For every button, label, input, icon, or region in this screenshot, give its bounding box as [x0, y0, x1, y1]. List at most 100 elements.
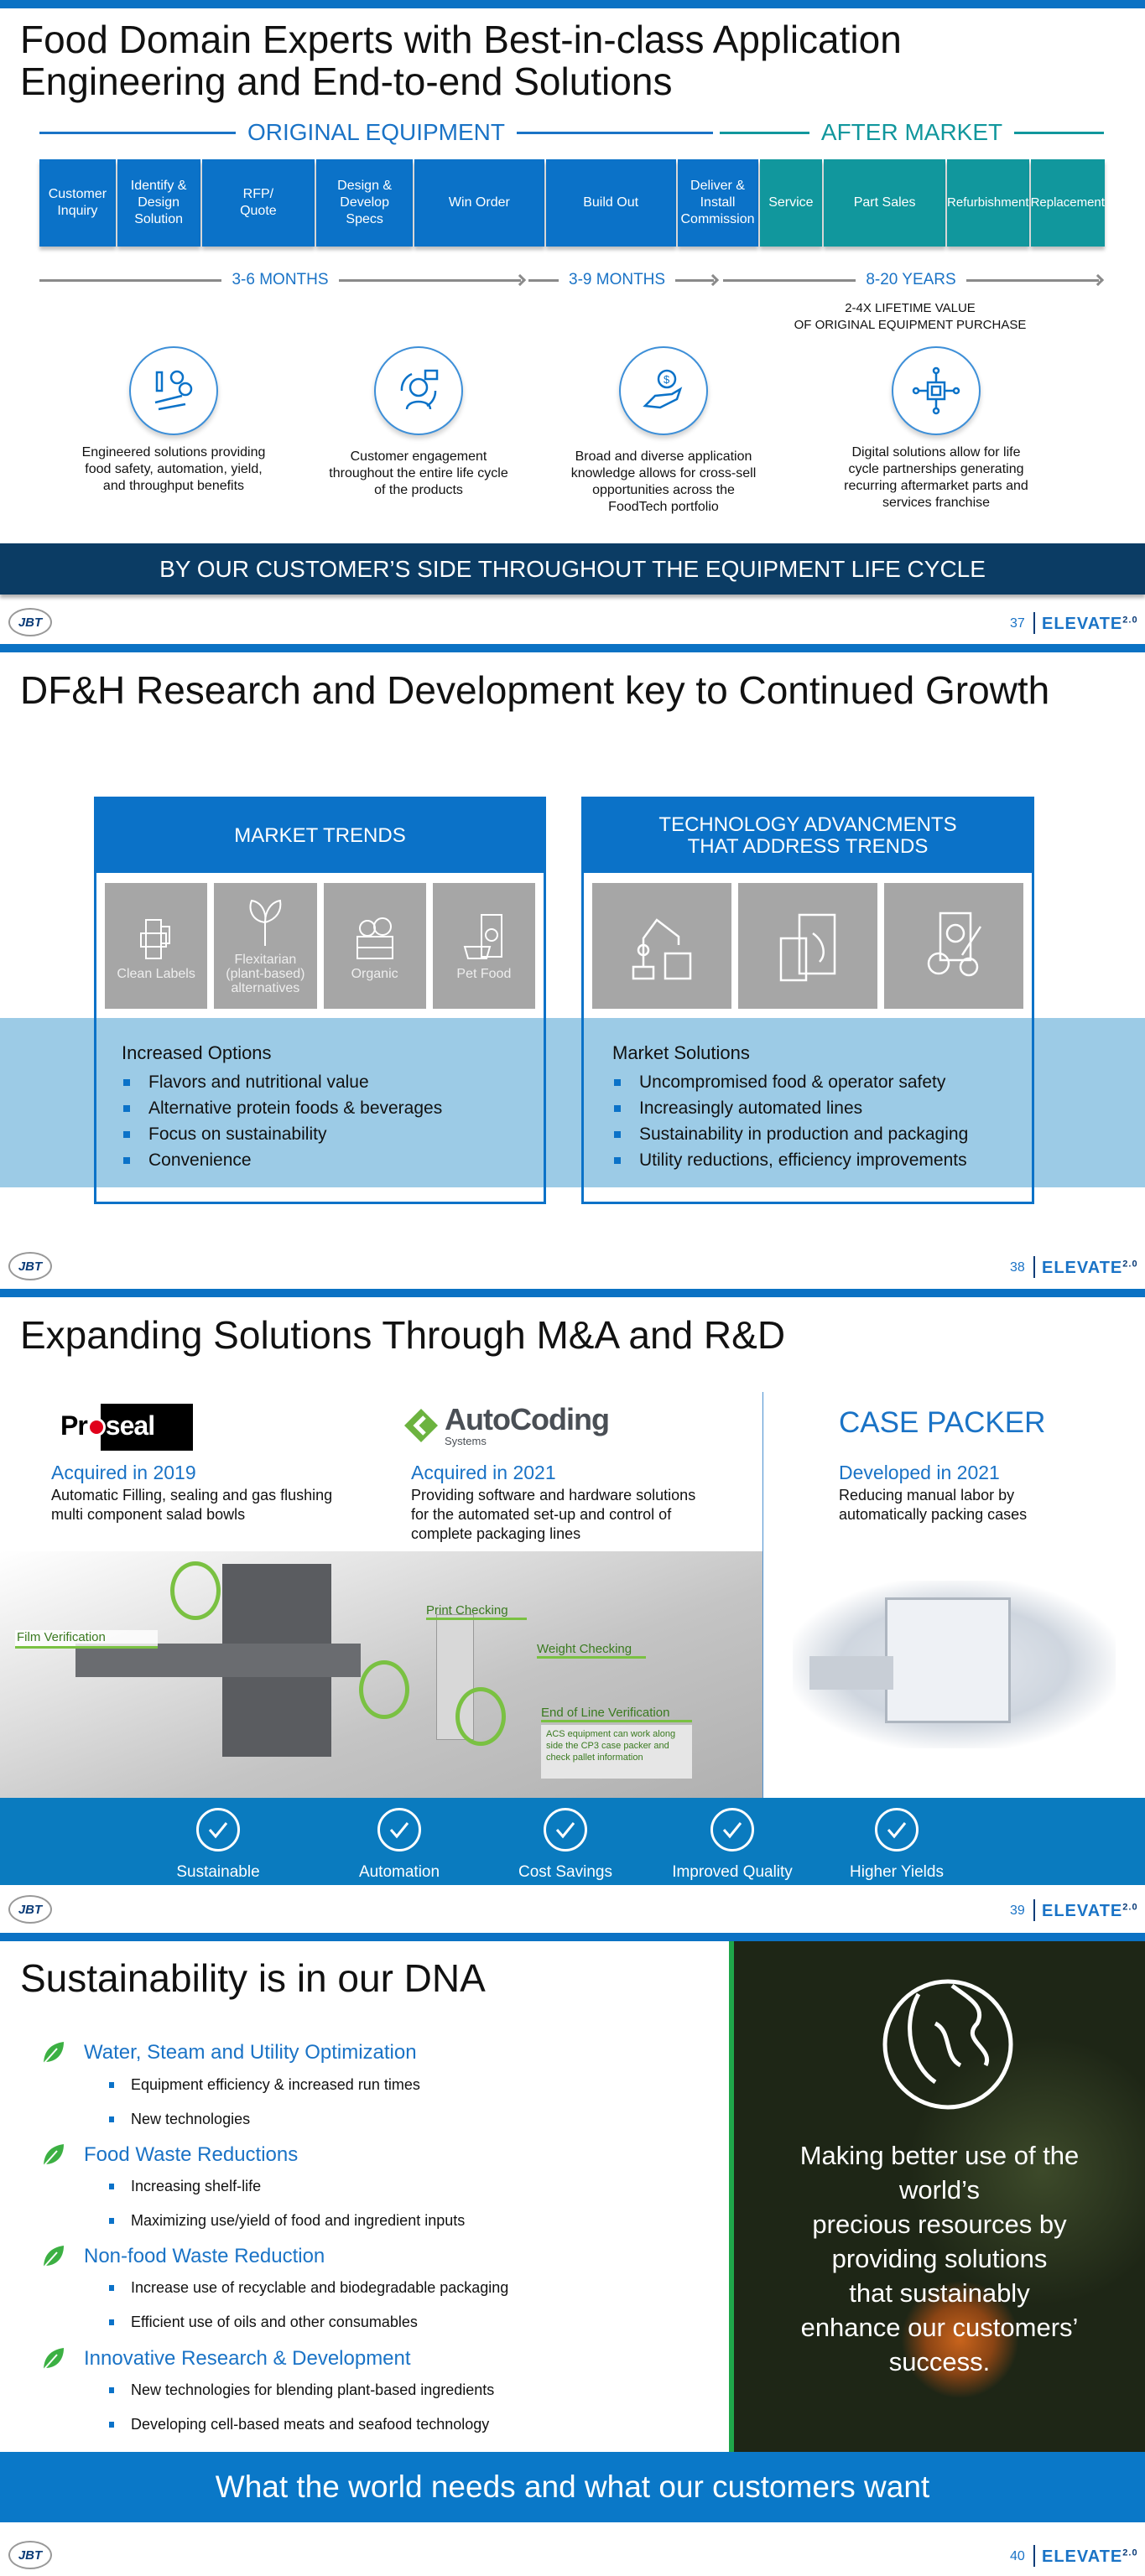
- list-item: Uncompromised food & operator safety: [612, 1069, 968, 1095]
- step: Deliver & Install Commission: [677, 159, 758, 247]
- section-heading: Food Waste Reductions: [40, 2142, 298, 2168]
- list-item: Increasingly automated lines: [612, 1095, 968, 1121]
- quote-line: Making better use of the: [799, 2141, 1080, 2170]
- elevate-logo: ELEVATE2.0: [1042, 615, 1138, 634]
- sustainability-photo-panel: Making better use of the world’s preciou…: [729, 1941, 1145, 2452]
- list-item: Convenience: [122, 1147, 442, 1173]
- arrow-right-icon: [706, 273, 720, 287]
- benefit-higher-yields: Higher Yields: [825, 1808, 968, 1882]
- slide-divider-bar: [0, 1289, 1145, 1297]
- sprout-icon: [249, 899, 282, 946]
- benefit-label: Cost Savings: [518, 1863, 612, 1881]
- bottle-label-icon: [140, 918, 171, 959]
- case-packer-developed: Developed in 2021: [839, 1462, 1000, 1483]
- duration-oe-1: 3-6 MONTHS: [39, 270, 527, 290]
- section-heading: Water, Steam and Utility Optimization: [40, 2040, 417, 2065]
- divider: [1033, 1256, 1035, 1278]
- divider: [1033, 1899, 1035, 1921]
- feature-caption: Customer engagement throughout the entir…: [329, 449, 508, 497]
- heading-text: Non-food Waste Reduction: [84, 2245, 325, 2267]
- callout-circle: [455, 1687, 506, 1746]
- sub-bullet: Equipment efficiency & increased run tim…: [109, 2076, 420, 2093]
- leaf-icon: [43, 2042, 64, 2064]
- robot-arm-icon: [632, 918, 692, 980]
- duration-label: 3-6 MONTHS: [232, 271, 329, 288]
- brand-sup: 2.0: [1122, 1259, 1138, 1270]
- vegetable-crate-icon: [356, 917, 393, 959]
- market-trends-header: MARKET TRENDS: [96, 799, 544, 873]
- conveyor-shape: [75, 1644, 361, 1677]
- hand-dollar-icon: $: [619, 346, 708, 435]
- benefits-band: Sustainable Automation Cost Savings Impr…: [0, 1798, 1145, 1885]
- list-item: Focus on sustainability: [122, 1121, 442, 1147]
- duration-am: 8-20 YEARS: [723, 270, 1105, 290]
- slide1-banner: BY OUR CUSTOMER’S SIDE THROUGHOUT THE EQ…: [0, 543, 1145, 595]
- machine-frame: [885, 1597, 1011, 1723]
- brand-sup: 2.0: [1122, 615, 1138, 626]
- header-line: THAT ADDRESS TRENDS: [687, 835, 929, 858]
- quote-line: world’s: [899, 2175, 980, 2205]
- tile-cost-efficiency: [884, 883, 1023, 1009]
- market-solutions-list: Market Solutions Uncompromised food & op…: [612, 1042, 968, 1173]
- quote-line: that sustainably: [849, 2278, 1030, 2308]
- sustainability-quote: Making better use of the world’s preciou…: [742, 2138, 1137, 2379]
- case-packer-image: [793, 1581, 1116, 1748]
- duration-oe-2: 3-9 MONTHS: [528, 270, 720, 290]
- slide1-title-line1: Food Domain Experts with Best-in-class A…: [20, 18, 902, 61]
- benefit-cost-savings: Cost Savings: [494, 1808, 637, 1882]
- section-label: ORIGINAL EQUIPMENT: [247, 119, 506, 145]
- heading-text: Water, Steam and Utility Optimization: [84, 2041, 417, 2064]
- sub-bullet: Increasing shelf-life: [108, 2178, 262, 2194]
- callout-eol-note: ACS equipment can work along side the CP…: [541, 1725, 692, 1779]
- benefit-label: Sustainable: [176, 1863, 260, 1881]
- tile-label: Flexitarian (plant-based) alternatives: [226, 952, 305, 995]
- benefit-label: Improved Quality: [672, 1863, 793, 1881]
- customer-support-icon: [374, 346, 463, 435]
- tile-flexitarian: Flexitarian (plant-based) alternatives: [214, 883, 317, 1009]
- proseal-description: Automatic Filling, sealing and gas flush…: [51, 1487, 333, 1523]
- check-circle-icon: [544, 1808, 587, 1852]
- elevate-logo: ELEVATE2.0: [1042, 1902, 1138, 1921]
- infeed-shape: [809, 1656, 893, 1690]
- tile-label: Organic: [351, 966, 398, 981]
- market-trends-box: MARKET TRENDS Clean Labels Flexitarian (…: [94, 797, 546, 1204]
- leaf-icon: [43, 2348, 64, 2371]
- section-heading: Innovative Research & Development: [40, 2346, 411, 2371]
- globe-icon: [882, 1979, 1013, 2110]
- elevate-logo: ELEVATE2.0: [1042, 2547, 1138, 2567]
- page-number: 39: [1010, 1903, 1025, 1918]
- callout-print: Print Checking: [426, 1603, 527, 1620]
- brand-text: ELEVATE: [1042, 1259, 1123, 1277]
- logo-text: AutoCoding: [445, 1401, 610, 1436]
- check-circle-icon: [377, 1808, 421, 1852]
- step: Design & Develop Specs: [316, 159, 413, 247]
- pet-food-icon: [463, 913, 502, 959]
- heading-text: Innovative Research & Development: [84, 2347, 411, 2370]
- slide2-title: DF&H Research and Development key to Con…: [20, 668, 1050, 712]
- brand-sup: 2.0: [1122, 2547, 1138, 2558]
- step: RFP/ Quote: [201, 159, 315, 247]
- step: Service: [759, 159, 823, 247]
- duration-label: 8-20 YEARS: [866, 271, 956, 288]
- divider: [1033, 612, 1035, 634]
- chip-circuit-icon: [892, 346, 981, 435]
- callout-circle: [359, 1660, 409, 1719]
- feature-caption: Broad and diverse application knowledge …: [570, 449, 757, 514]
- benefit-automation: Automation: [328, 1808, 471, 1882]
- jbt-logo: JBT: [8, 1252, 52, 1280]
- lifetime-line1: 2-4X LIFETIME VALUE: [845, 301, 976, 315]
- tile-label: Pet Food: [456, 966, 512, 981]
- check-circle-icon: [710, 1808, 754, 1852]
- list-item: Sustainability in production and packagi…: [612, 1121, 968, 1147]
- sub-bullet: Increase use of recyclable and biodegrad…: [108, 2279, 509, 2296]
- slide4-title: Sustainability is in our DNA: [20, 1956, 486, 2000]
- tile-packaged-food: [738, 883, 877, 1009]
- proseal-acquired: Acquired in 2019: [51, 1462, 196, 1483]
- jbt-logo: JBT: [8, 1895, 52, 1924]
- page-number: 37: [1010, 616, 1025, 631]
- heading-text: Food Waste Reductions: [84, 2143, 299, 2166]
- logo-sub: Systems: [445, 1434, 487, 1447]
- step: Part Sales: [824, 159, 946, 247]
- feature-caption: Digital solutions allow for life cycle p…: [844, 445, 1028, 510]
- leaf-icon: [43, 2144, 64, 2167]
